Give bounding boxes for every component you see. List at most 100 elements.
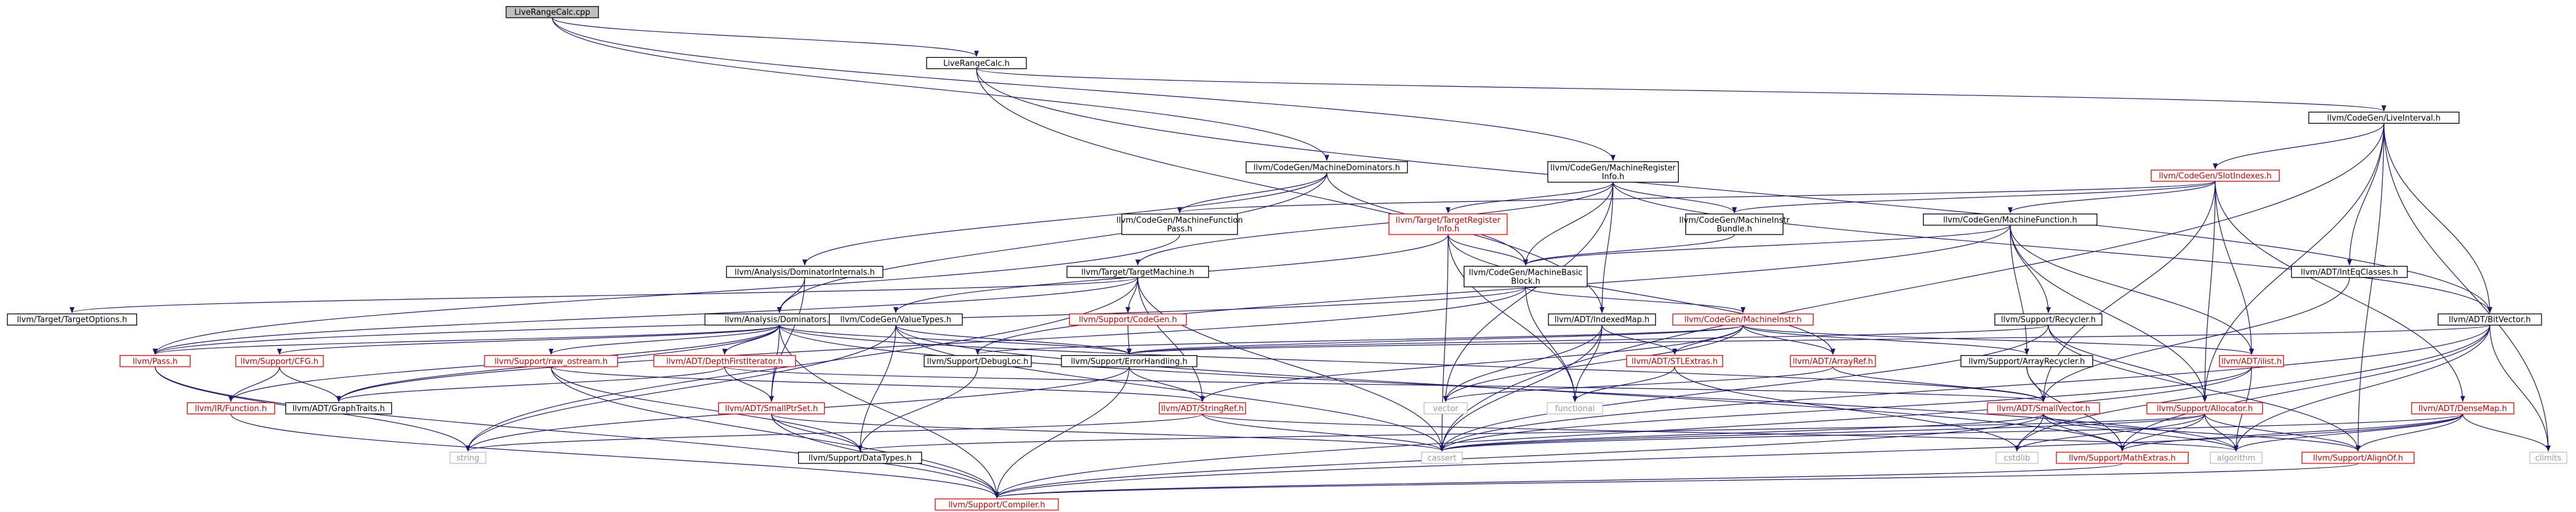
node-label: llvm/ADT/SmallVector.h — [1997, 404, 2090, 414]
node-live[interactable]: llvm/CodeGen/LiveInterval.h — [2308, 111, 2460, 124]
node-cvt[interactable]: llvm/CodeGen/ValueTypes.h — [828, 313, 963, 326]
edge-svec-to-mathx — [2043, 414, 2125, 452]
node-label: llvm/CodeGen/ValueTypes.h — [840, 316, 951, 325]
node-label: llvm/Support/MathExtras.h — [2069, 454, 2176, 463]
node-adom[interactable]: llvm/Analysis/Dominators.h — [704, 313, 855, 326]
node-dfit[interactable]: llvm/ADT/DepthFirstIterator.h — [653, 355, 796, 367]
node-label: climits — [2535, 454, 2562, 463]
node-sref[interactable]: llvm/ADT/StringRef.h — [1159, 402, 1246, 415]
node-cfg[interactable]: llvm/Support/CFG.h — [235, 355, 324, 367]
node-pass[interactable]: llvm/Pass.h — [119, 355, 191, 367]
node-dbg[interactable]: llvm/Support/DebugLoc.h — [924, 355, 1032, 367]
node-label: LiveRangeCalc.h — [943, 59, 1010, 68]
edge-dmap-to-climits — [2462, 414, 2551, 452]
node-label: llvm/ADT/DenseMap.h — [2419, 404, 2507, 414]
node-gt[interactable]: llvm/ADT/GraphTraits.h — [285, 402, 392, 415]
node-mathx[interactable]: llvm/Support/MathExtras.h — [2056, 452, 2189, 464]
edge-minstr-to-ilist — [1742, 324, 2254, 355]
node-compiler[interactable]: llvm/Support/Compiler.h — [935, 498, 1059, 511]
node-arecy[interactable]: llvm/Support/ArrayRecycler.h — [1960, 355, 2093, 367]
edge-mfun-to-arecy — [2010, 225, 2029, 355]
node-svec[interactable]: llvm/ADT/SmallVector.h — [1987, 402, 2100, 415]
node-root[interactable]: LiveRangeCalc.cpp — [505, 6, 599, 18]
node-label: llvm/CodeGen/MachineRegister — [1550, 164, 1676, 173]
edge-mfun-to-ilist — [2010, 225, 2254, 355]
edge-recy-to-err — [1127, 324, 2049, 355]
node-aref[interactable]: llvm/ADT/ArrayRef.h — [1789, 355, 1876, 367]
node-err[interactable]: llvm/Support/ErrorHandling.h — [1061, 355, 1198, 367]
edge-cfg-to-gt — [279, 366, 341, 402]
node-adi[interactable]: llvm/Analysis/DominatorInternals.h — [726, 266, 884, 278]
node-alloc[interactable]: llvm/Support/Allocator.h — [2146, 402, 2264, 415]
edge-tm-to-sref — [1137, 277, 1205, 402]
node-irfn[interactable]: llvm/IR/Function.h — [186, 402, 275, 415]
node-intr[interactable]: llvm/ADT/IntEqClasses.h — [2291, 266, 2408, 278]
node-label: llvm/ADT/DepthFirstIterator.h — [666, 357, 783, 366]
edge-minstr-to-sref — [1200, 325, 1743, 402]
edge-mdom-to-adi — [802, 172, 1328, 266]
edge-err-to-compiler — [994, 366, 1130, 498]
edge-mreg-to-tm — [1135, 182, 1614, 266]
edge-svec-to-compiler — [994, 414, 2044, 498]
edge-live-to-climits — [2384, 123, 2551, 452]
node-mfun[interactable]: llvm/CodeGen/MachineFunction.h — [1923, 214, 2098, 226]
node-stle[interactable]: llvm/ADT/STLExtras.h — [1626, 355, 1724, 367]
edge-cvt-to-mathx — [895, 325, 2125, 452]
node-label: llvm/CodeGen/MachineFunction.h — [1943, 215, 2077, 225]
edge-mreg-to-bitv — [1612, 182, 2492, 314]
edge-mbb-to-functional — [1525, 287, 1578, 402]
edge-cvt-to-string — [465, 325, 897, 452]
node-dtypes[interactable]: llvm/Support/DataTypes.h — [798, 452, 922, 464]
edge-minstr-to-arecy — [1742, 324, 2029, 355]
edge-dmap-to-alignof — [2355, 414, 2463, 452]
node-label: Info.h — [1437, 225, 1459, 234]
node-tgo[interactable]: llvm/Target/TargetOptions.h — [7, 313, 137, 326]
node-label: llvm/ADT/ilist.h — [2221, 357, 2281, 366]
edge-adom-to-pass — [153, 324, 780, 355]
edge-mreg-to-imap — [1599, 182, 1614, 314]
node-rawos[interactable]: llvm/Support/raw_ostream.h — [484, 355, 618, 367]
node-slot[interactable]: llvm/CodeGen/SlotIndexes.h — [2150, 169, 2280, 182]
edge-mfun-to-dbg — [975, 225, 2011, 355]
node-mdom[interactable]: llvm/CodeGen/MachineDominators.h — [1245, 161, 1408, 174]
node-label: llvm/ADT/STLExtras.h — [1631, 357, 1718, 366]
node-label: llvm/Support/CFG.h — [240, 357, 319, 366]
edge-alloc-to-alignof — [2204, 414, 2361, 452]
edge-dmap-to-compiler — [994, 414, 2463, 498]
edge-live-to-intr — [2347, 123, 2385, 266]
node-recy[interactable]: llvm/Support/Recycler.h — [1994, 313, 2102, 326]
node-tm[interactable]: llvm/Target/TargetMachine.h — [1066, 266, 1210, 278]
node-imap[interactable]: llvm/ADT/IndexedMap.h — [1548, 313, 1656, 326]
node-label: llvm/Analysis/DominatorInternals.h — [735, 268, 875, 277]
node-ilist[interactable]: llvm/ADT/ilist.h — [2219, 355, 2285, 367]
node-label: string — [456, 454, 479, 463]
edge-lrch-to-live — [976, 68, 2386, 112]
node-minstr[interactable]: llvm/CodeGen/MachineInstr.h — [1672, 313, 1814, 326]
node-label: cassert — [1427, 454, 1456, 463]
edge-tri-to-functional — [1448, 234, 1578, 402]
node-label: llvm/CodeGen/LiveInterval.h — [2327, 114, 2441, 123]
node-label: llvm/Support/Allocator.h — [2157, 404, 2253, 414]
edge-adi-to-adom — [777, 277, 806, 314]
node-bitv[interactable]: llvm/ADT/BitVector.h — [2438, 313, 2542, 326]
node-dmap[interactable]: llvm/ADT/DenseMap.h — [2411, 402, 2515, 415]
node-lrch[interactable]: LiveRangeCalc.h — [926, 57, 1027, 70]
node-label: cstdlib — [2004, 454, 2031, 463]
node-alignof[interactable]: llvm/Support/AlignOf.h — [2301, 452, 2415, 464]
node-label: Bundle.h — [1717, 225, 1753, 234]
node-label: llvm/ADT/ArrayRef.h — [1793, 357, 1873, 366]
edge-tm-to-cassert — [1137, 277, 1445, 452]
node-label: llvm/ADT/IndexedMap.h — [1555, 316, 1650, 325]
edge-mfun-to-recy — [2010, 225, 2051, 314]
edge-mbb-to-minstr — [1525, 286, 1746, 314]
node-sps[interactable]: llvm/ADT/SmallPtrSet.h — [718, 402, 825, 415]
edge-imap-to-vector — [1443, 325, 1603, 402]
node-cgen[interactable]: llvm/Support/CodeGen.h — [1069, 313, 1187, 326]
node-functional: functional — [1547, 402, 1603, 415]
